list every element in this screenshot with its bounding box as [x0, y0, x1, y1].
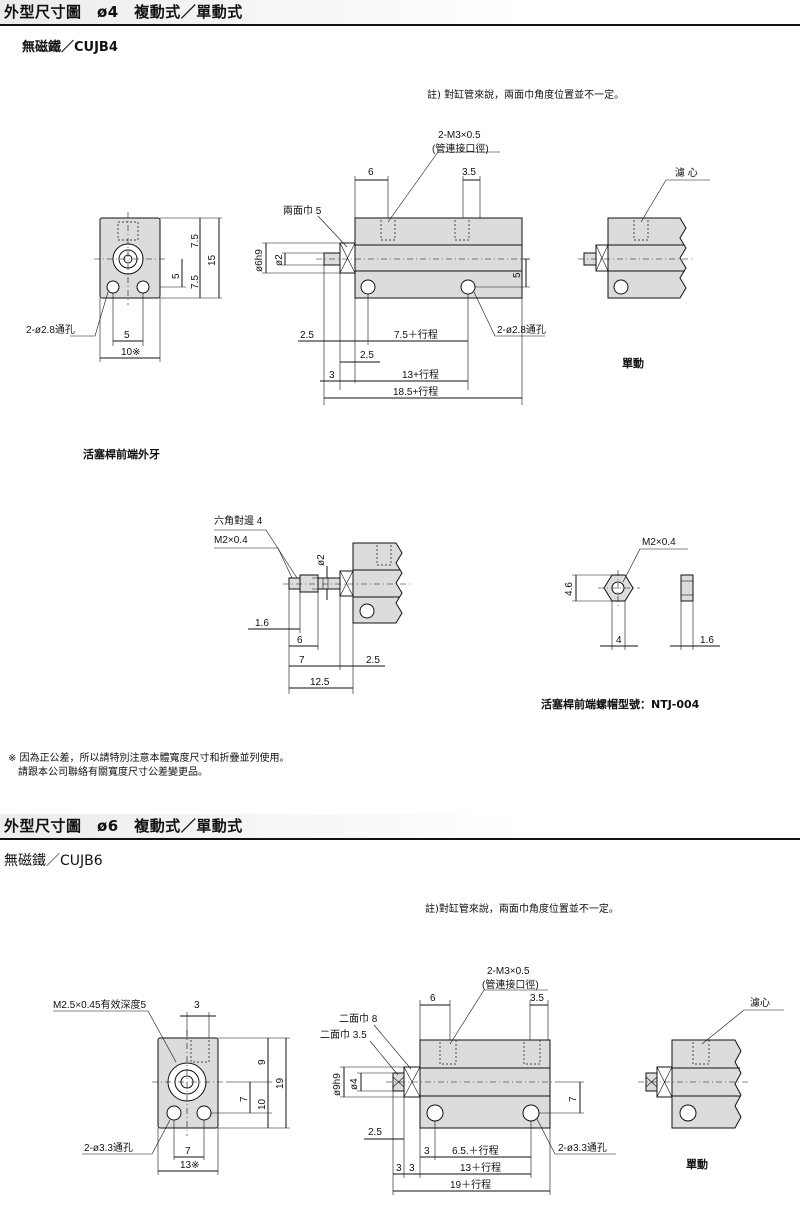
s2-hole-label: 2-ø3.3通孔 [84, 1142, 133, 1154]
s1-footnote-1: ※ 因為正公差，所以請特別注意本體寬度尺寸和折疊並列使用。 [8, 753, 290, 764]
s1-dim-13-stroke: 13+行程 [402, 368, 439, 381]
s2-single-view: 濾心 [638, 996, 784, 1129]
s2-dim-7a: 7 [239, 1096, 250, 1102]
s2-rod-small: ø4 [349, 1078, 360, 1090]
s2-dim-3a: 3 [424, 1146, 430, 1157]
s1-dim-5-front: 5 [512, 272, 523, 278]
s2-end-view: M2.5×0.45有效深度5 3 7 9 10 19 7 13※ 2-ø3.3通… [53, 998, 290, 1175]
s1-end-view: 7.5 7.5 15 5 5 10※ 2-ø2.8通孔 [26, 212, 222, 362]
s2-flats3-5: 二面巾 3.5 [320, 1028, 367, 1041]
s2-dim-3c: 3 [409, 1163, 415, 1174]
s2-dim-7-front: 7 [568, 1096, 579, 1102]
section1-title: 外型尺寸圖 ø4 複動式／單動式 [4, 3, 243, 21]
s1-dim-7-5b: 7.5 [190, 275, 201, 289]
s1-dim-3: 3 [329, 370, 335, 381]
section2-title: 外型尺寸圖 ø6 複動式／單動式 [4, 817, 243, 835]
section2-subtitle: 無磁鐵／CUJB6 [4, 853, 103, 869]
section1-note: 註) 對缸管來說，兩面巾角度位置並不一定。 [427, 90, 625, 101]
s2-port-sub: (管連接口徑) [482, 978, 539, 991]
s2-dim-10: 10 [257, 1098, 268, 1110]
s2-hole-label-right: 2-ø3.3通孔 [558, 1142, 607, 1154]
s2-dim-9: 9 [257, 1059, 268, 1065]
s1-nut-h: 4.6 [564, 582, 575, 596]
s1-dim-18-5-stroke: 18.5+行程 [393, 385, 438, 398]
s1-flats: 兩面巾 5 [283, 204, 322, 217]
s1-hole-label-right: 2-ø2.8通孔 [497, 324, 546, 336]
s1-port-sub: (管連接口徑) [432, 142, 489, 155]
s1-port: 2-M3×0.5 [438, 130, 481, 141]
s1-dim-15: 15 [207, 254, 218, 266]
s1-nut-w: 4 [616, 635, 622, 646]
s1-nut-caption: 活塞桿前端螺帽型號：NTJ-004 [541, 698, 700, 711]
s2-dim-13: 13※ [180, 1160, 200, 1171]
s1-rod-small: ø2 [274, 254, 285, 266]
s2-breather: 濾心 [750, 996, 770, 1009]
s1-dim-2-5b: 2.5 [360, 350, 374, 361]
s1-dim-7-5-stroke: 7.5＋行程 [394, 328, 438, 341]
s1-rod-d12-5: 12.5 [310, 677, 330, 688]
s1-rod-d1-6: 1.6 [255, 618, 269, 629]
s1-dim-2-5a: 2.5 [300, 330, 314, 341]
s1-breather: 濾 心 [675, 166, 698, 179]
s1-nut-view: M2×0.4 4.6 4 1.6 [564, 537, 720, 650]
s2-dim-19-stroke: 19＋行程 [450, 1178, 491, 1191]
s2-dim-2-5: 2.5 [368, 1127, 382, 1138]
s2-dim-3-5: 3.5 [530, 993, 544, 1004]
s1-rod-hex: 六角對邊 4 [214, 514, 263, 527]
s2-dim-7-bottom: 7 [185, 1146, 191, 1157]
s1-rod-d2-5: 2.5 [366, 655, 380, 666]
s2-side-view: 6 3.5 2-M3×0.5 (管連接口徑) 二面巾 8 二面巾 3.5 ø9h… [320, 966, 616, 1195]
s1-dim-3-5: 3.5 [462, 167, 476, 178]
s1-rod-dia: ø6h9 [254, 249, 265, 272]
s1-hole-label: 2-ø2.8通孔 [26, 324, 75, 336]
s2-dim-6-5-stroke: 6.5.＋行程 [452, 1144, 499, 1157]
s1-dim-5-side: 5 [171, 273, 182, 279]
s2-tap: M2.5×0.45有效深度5 [53, 998, 147, 1011]
section2-header: 外型尺寸圖 ø6 複動式／單動式 [0, 814, 800, 840]
s1-rod-end-title: 活塞桿前端外牙 [83, 447, 160, 461]
s1-single-view: 濾 心 [578, 166, 710, 299]
s1-side-view: 6 3.5 2-M3×0.5 (管連接口徑) 兩面巾 5 ø6h9 ø2 5 2… [254, 130, 546, 405]
section1-subtitle: 無磁鐵／CUJB4 [22, 40, 118, 55]
s1-dim-7-5a: 7.5 [190, 234, 201, 248]
s1-dim-6: 6 [368, 167, 374, 178]
s2-flats8: 二面巾 8 [339, 1012, 378, 1025]
s2-dim-13-stroke: 13＋行程 [460, 1161, 501, 1174]
s1-rod-d6: 6 [297, 635, 303, 646]
s1-nut-t: 1.6 [700, 635, 714, 646]
s2-dim-3b: 3 [396, 1163, 402, 1174]
s1-single-caption: 單動 [622, 356, 644, 370]
s2-single-caption: 單動 [686, 1157, 708, 1171]
s2-dim-6: 6 [430, 993, 436, 1004]
s1-rod-thread: M2×0.4 [214, 535, 248, 546]
s1-nut-thread: M2×0.4 [642, 537, 676, 548]
s2-rod-dia: ø9h9 [332, 1073, 343, 1096]
s1-footnote-2: 請跟本公司聯絡有關寬度尺寸公差變更品。 [8, 767, 208, 778]
s1-dim-5-bottom: 5 [124, 330, 130, 341]
section2-note: 註)對缸管來說，兩面巾角度位置並不一定。 [425, 904, 619, 915]
section1-header: 外型尺寸圖 ø4 複動式／單動式 [0, 0, 800, 26]
s2-port: 2-M3×0.5 [487, 966, 530, 977]
s2-dim-19: 19 [275, 1077, 286, 1089]
s1-dim-10: 10※ [121, 347, 141, 358]
s2-dim-3: 3 [194, 1000, 200, 1011]
s1-rod-d7: 7 [299, 655, 305, 666]
s1-rod-dia: ø2 [316, 554, 327, 566]
s1-rod-end-view: 六角對邊 4 M2×0.4 ø2 1.6 6 7 2.5 12.5 [214, 514, 410, 694]
